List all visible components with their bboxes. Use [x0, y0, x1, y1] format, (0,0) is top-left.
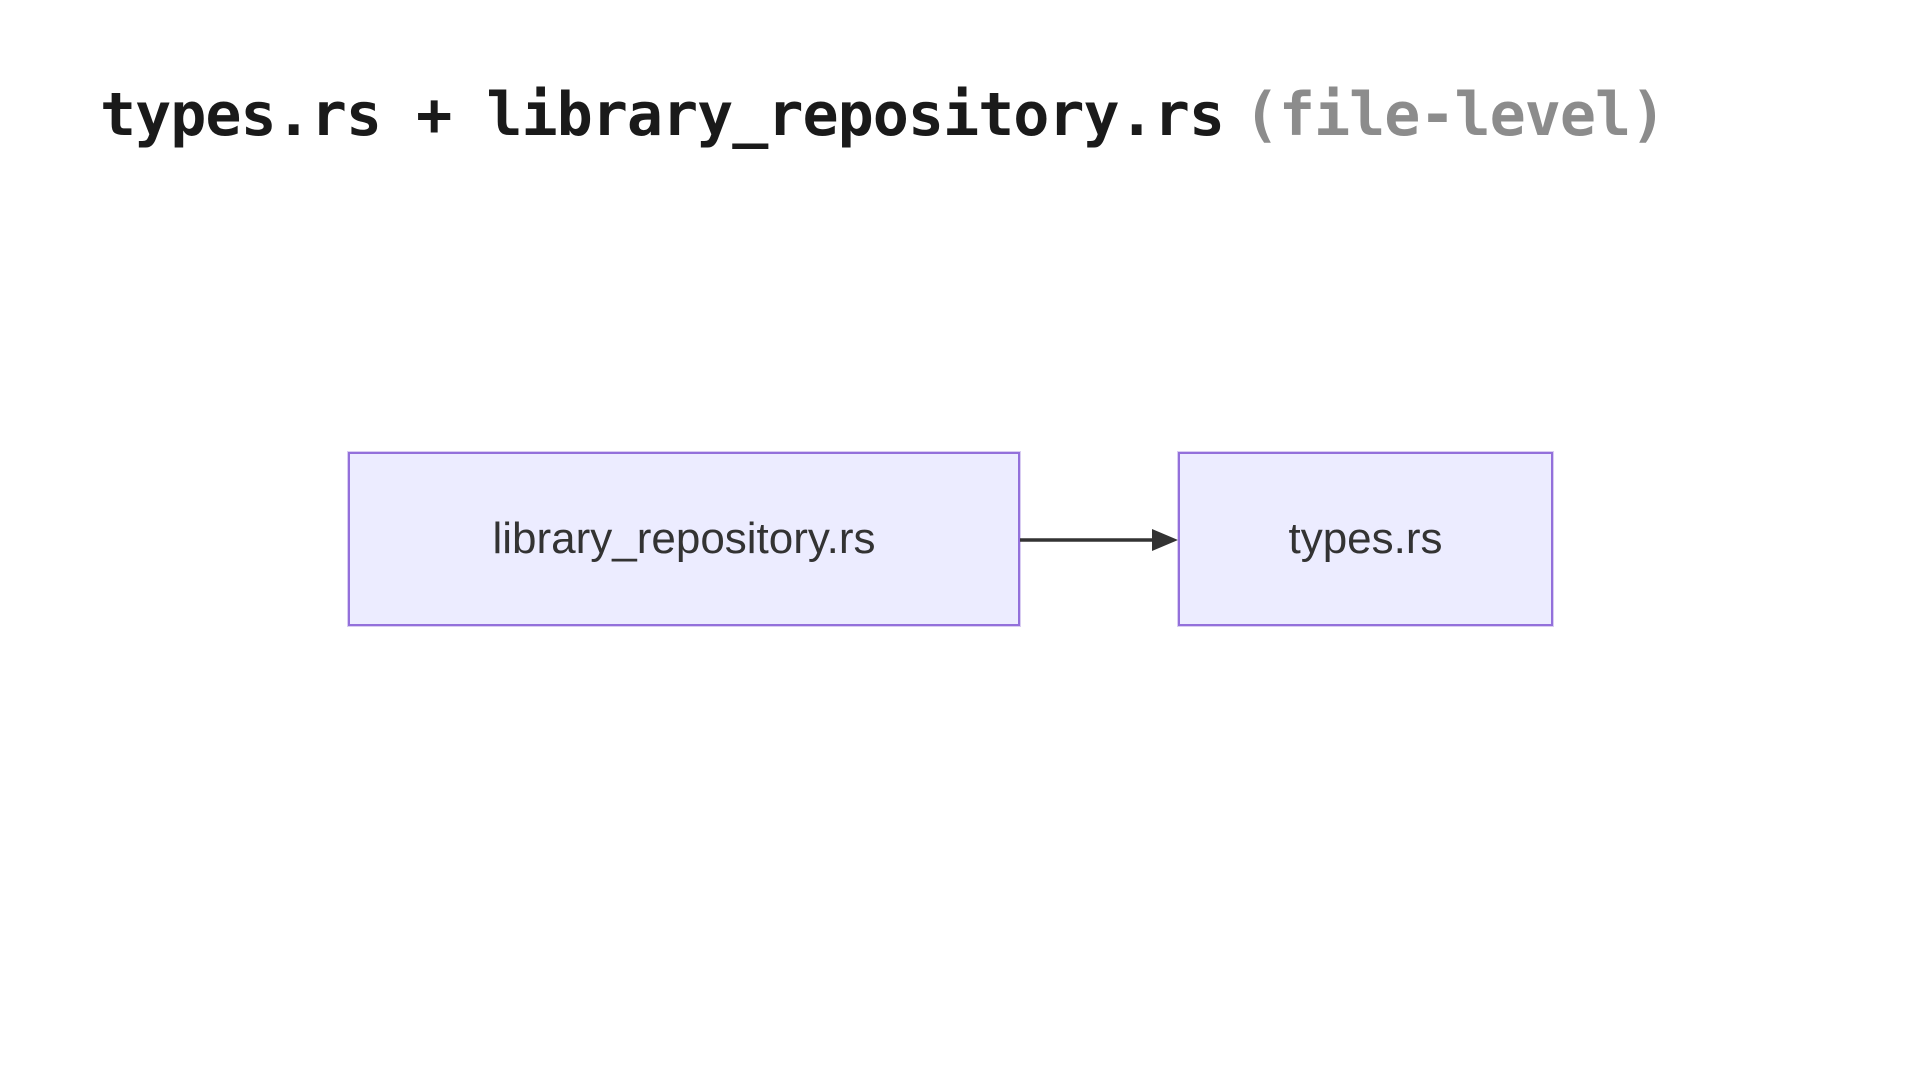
title-main-text: types.rs + library_repository.rs: [100, 80, 1225, 150]
title-qualifier-text: (file-level): [1243, 80, 1666, 150]
node-library-repository: library_repository.rs: [348, 452, 1020, 626]
diagram-title: types.rs + library_repository.rs (file-le…: [100, 80, 1666, 150]
node-library-repository-label: library_repository.rs: [492, 514, 876, 563]
node-types: types.rs: [1178, 452, 1553, 626]
node-types-label: types.rs: [1288, 514, 1443, 563]
edge-arrow: [1020, 529, 1178, 551]
edge-arrowhead-icon: [1152, 529, 1178, 551]
